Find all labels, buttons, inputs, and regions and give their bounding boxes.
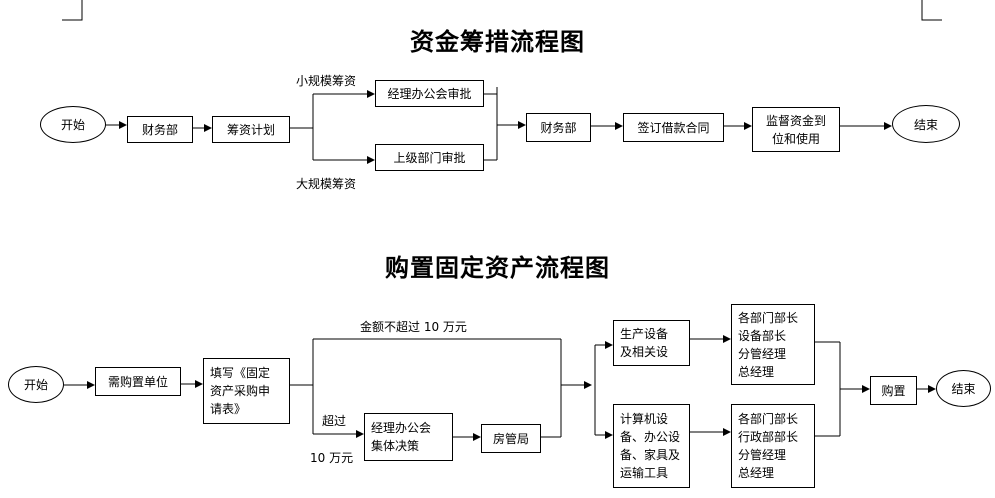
asset-purchase-flow-title: 购置固定资产流程图 xyxy=(385,253,610,282)
large-scale-funding-label: 大规模筹资 xyxy=(296,177,357,191)
funding-start-node: 开始 xyxy=(40,106,106,143)
supervise-funds-box: 监督资金到 位和使用 xyxy=(752,107,840,152)
small-scale-funding-label: 小规模筹资 xyxy=(296,74,357,88)
funding-plan-box: 筹资计划 xyxy=(212,116,290,143)
funding-end-node: 结束 xyxy=(892,105,960,143)
amount-not-exceed-label: 金额不超过 10 万元 xyxy=(360,320,467,334)
housing-bureau-box: 房管局 xyxy=(481,424,541,453)
purchase-start-node: 开始 xyxy=(8,366,64,403)
fill-application-form-box: 填写《固定 资产采购申 请表》 xyxy=(203,358,290,424)
manager-office-decision-box: 经理办公会 集体决策 xyxy=(364,413,453,461)
funding-flow-title: 资金筹措流程图 xyxy=(410,27,585,56)
manager-office-approval-box: 经理办公会审批 xyxy=(375,80,484,107)
approvers-admin-box: 各部门部长 行政部部长 分管经理 总经理 xyxy=(731,404,815,488)
production-equipment-box: 生产设备 及相关设 xyxy=(613,320,690,366)
approvers-equipment-box: 各部门部长 设备部长 分管经理 总经理 xyxy=(731,304,815,385)
ten-thousand-label: 10 万元 xyxy=(310,451,354,465)
superior-dept-approval-box: 上级部门审批 xyxy=(375,144,484,171)
purchase-end-node: 结束 xyxy=(936,370,991,407)
funding-finance-dept-box: 财务部 xyxy=(127,116,193,143)
purchase-box: 购置 xyxy=(870,376,917,405)
funding-finance-dept-box-2: 财务部 xyxy=(526,113,591,142)
sign-loan-contract-box: 签订借款合同 xyxy=(623,113,724,142)
purchasing-unit-box: 需购置单位 xyxy=(95,367,181,396)
exceed-label: 超过 xyxy=(322,414,347,428)
computer-equipment-box: 计算机设 备、办公设 备、家具及 运输工具 xyxy=(613,404,690,488)
